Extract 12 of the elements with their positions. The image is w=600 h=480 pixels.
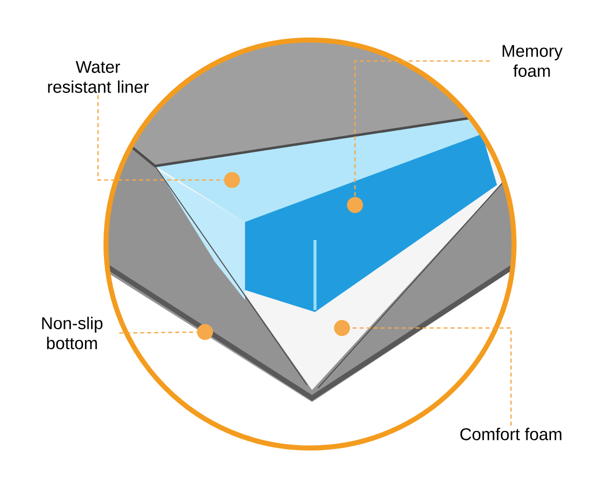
marker-dot: [197, 324, 213, 340]
callout-label: Comfort foam: [460, 428, 562, 440]
callout-label: Water resistant liner: [48, 61, 149, 93]
leader-line: [350, 327, 512, 426]
marker-dot: [347, 197, 363, 213]
marker-dot: [224, 172, 240, 188]
callout-label: Memory foam: [502, 45, 563, 77]
leader-line: [354, 60, 490, 197]
leader-line: [97, 95, 224, 181]
marker-dot: [334, 320, 350, 336]
leader-line: [119, 331, 197, 334]
callout-label: Non-slip bottom: [42, 316, 102, 350]
